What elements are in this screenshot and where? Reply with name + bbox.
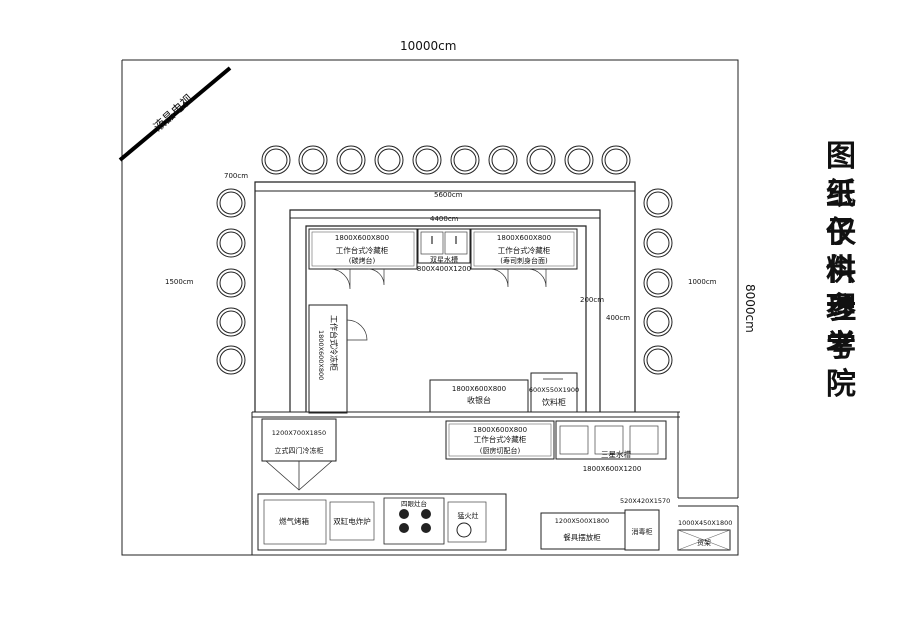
seat: [219, 271, 243, 295]
bar-counter: [254, 181, 636, 412]
svg-text:消毒柜: 消毒柜: [632, 527, 653, 536]
freezer-left: 工作台式冷冻柜 1800X600X800: [308, 304, 368, 414]
prep-fridge: 1800X600X800 工作台式冷藏柜 (厨房切配台): [445, 420, 555, 460]
side-note-line: 参学: [826, 291, 858, 364]
upright-fridge: 1200X700X1850 立式四门冷冻柜: [261, 418, 337, 491]
outer-walls: [121, 59, 739, 556]
svg-text:工作台式冷藏柜: 工作台式冷藏柜: [474, 434, 527, 444]
tv-bar: [118, 66, 232, 162]
seat: [301, 148, 325, 172]
seat: [646, 271, 670, 295]
dim-left-side: 1500cm: [165, 278, 194, 286]
kitchen-partition: [251, 411, 680, 555]
storage-cabinet: 1200X500X1800 餐具摆放柜: [540, 512, 626, 550]
svg-text:1800X600X800: 1800X600X800: [497, 234, 551, 242]
svg-text:四眼灶台: 四眼灶台: [401, 499, 427, 508]
svg-text:餐具摆放柜: 餐具摆放柜: [563, 532, 601, 542]
side-note-line: 图玉: [826, 139, 858, 212]
svg-text:猛火灶: 猛火灶: [458, 511, 479, 520]
cooking-line: 燃气烤箱 双缸电炸炉 四眼灶台 猛火灶: [257, 493, 507, 551]
shelf: 1000X450X1800 货架: [677, 519, 732, 551]
svg-text:双缸电炸炉: 双缸电炸炉: [333, 516, 371, 526]
sink-top: 双星水槽 800X400X1200: [417, 228, 471, 273]
seat: [453, 148, 477, 172]
seat: [567, 148, 591, 172]
seat-group: [216, 145, 673, 375]
seat: [646, 191, 670, 215]
dim-right-inner-b: 400cm: [606, 314, 630, 322]
svg-text:收银台: 收银台: [467, 395, 491, 405]
svg-text:520X420X1570: 520X420X1570: [620, 497, 670, 505]
dim-right-side: 1000cm: [688, 278, 717, 286]
dim-counter-width: 4400cm: [430, 215, 459, 223]
seat: [646, 231, 670, 255]
cashier: 1800X600X800 收银台: [429, 379, 529, 413]
svg-text:饮料柜: 饮料柜: [542, 397, 566, 407]
dim-top-left: 700cm: [224, 172, 248, 180]
seat: [339, 148, 363, 172]
side-note-line: 纸子: [826, 177, 858, 250]
side-note-line: 考院: [826, 329, 858, 402]
side-note-line: 仅料: [826, 215, 858, 288]
side-note: 图玉 纸子 仅料 供理 参学 考院: [812, 138, 872, 402]
seat: [219, 348, 243, 372]
dim-inner-width: 5600cm: [434, 191, 463, 199]
svg-text:1200X700X1850: 1200X700X1850: [272, 429, 326, 437]
svg-text:燃气烤箱: 燃气烤箱: [279, 516, 309, 526]
svg-text:800X400X1200: 800X400X1200: [417, 265, 471, 273]
dim-height-total: 8000cm: [743, 284, 757, 333]
fridge-left: 1800X600X800 工作台式冷藏柜 (碳烤台): [308, 228, 418, 290]
seat: [377, 148, 401, 172]
seat: [491, 148, 515, 172]
svg-text:工作台式冷藏柜: 工作台式冷藏柜: [498, 245, 551, 255]
svg-text:货架: 货架: [697, 538, 711, 547]
svg-text:1800X600X800: 1800X600X800: [317, 330, 325, 380]
seat: [219, 191, 243, 215]
seat: [219, 310, 243, 334]
svg-text:1800X600X1200: 1800X600X1200: [583, 465, 642, 473]
svg-text:工作台式冷冻柜: 工作台式冷冻柜: [329, 315, 339, 371]
svg-text:1800X600X800: 1800X600X800: [452, 385, 506, 393]
seat: [415, 148, 439, 172]
fridge-right: 1800X600X800 工作台式冷藏柜 (寿司刺身台面): [470, 228, 578, 288]
seat: [646, 310, 670, 334]
svg-text:(寿司刺身台面): (寿司刺身台面): [500, 256, 548, 265]
svg-text:双星水槽: 双星水槽: [430, 255, 458, 264]
side-note-line: 供理: [826, 253, 858, 326]
drinks: 600X550X1900 饮料柜: [529, 372, 579, 413]
svg-text:(碳烤台): (碳烤台): [349, 256, 376, 265]
seat: [604, 148, 628, 172]
sink-bottom: 三星水槽 1800X600X1200: [555, 420, 667, 473]
svg-text:600X550X1900: 600X550X1900: [529, 386, 579, 394]
svg-text:1800X600X800: 1800X600X800: [335, 234, 389, 242]
svg-text:1000X450X1800: 1000X450X1800: [678, 519, 732, 527]
svg-text:工作台式冷藏柜: 工作台式冷藏柜: [336, 245, 389, 255]
seat: [529, 148, 553, 172]
tv-label: 液晶电视: [150, 91, 196, 134]
seat: [264, 148, 288, 172]
svg-text:(厨房切配台): (厨房切配台): [480, 446, 521, 455]
svg-text:立式四门冷冻柜: 立式四门冷冻柜: [275, 446, 324, 455]
svg-text:1200X500X1800: 1200X500X1800: [555, 517, 609, 525]
seat: [219, 231, 243, 255]
sterilizer: 520X420X1570 消毒柜: [620, 497, 670, 551]
dim-width-total: 10000cm: [400, 39, 456, 53]
dim-right-inner-a: 200cm: [580, 296, 604, 304]
svg-text:三星水槽: 三星水槽: [601, 449, 631, 459]
seat: [646, 348, 670, 372]
svg-text:1800X600X800: 1800X600X800: [473, 426, 527, 434]
